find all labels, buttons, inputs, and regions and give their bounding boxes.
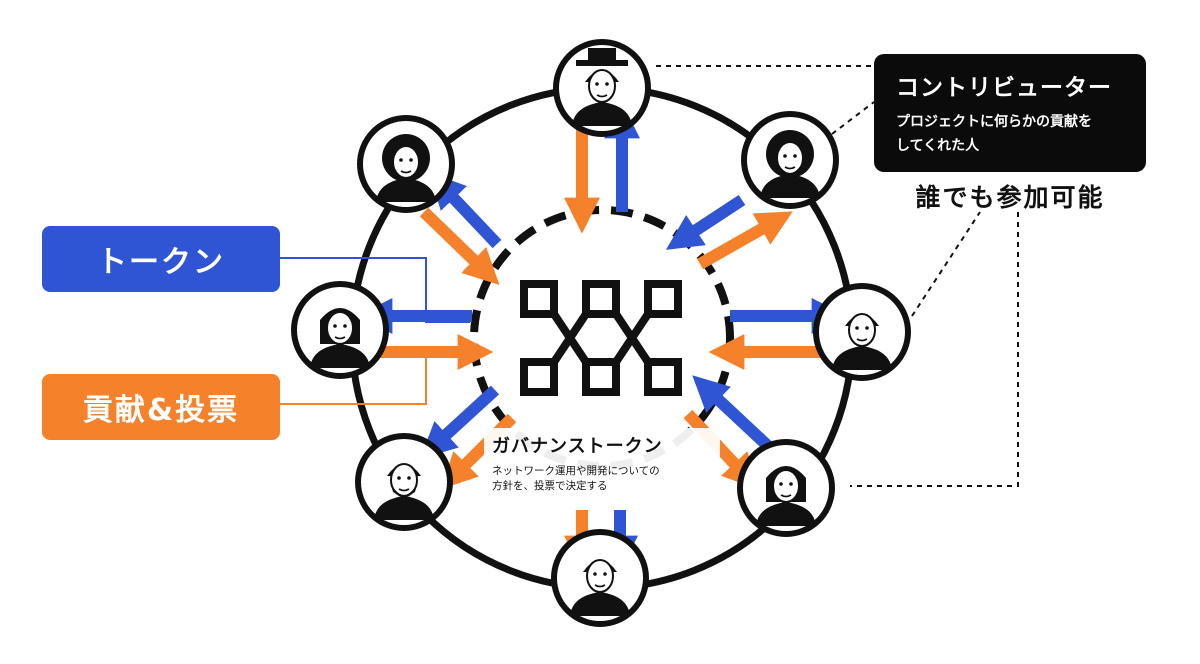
token-arrow-12 <box>692 375 775 453</box>
center-label: ガバナンストークン ネットワーク運用や開発についての 方針を、投票で決定する <box>484 428 720 500</box>
quiff-man-icon <box>813 283 911 381</box>
center-description-line1: ネットワーク運用や開発についての <box>492 465 660 477</box>
contributor-description-line2: してくれた人 <box>896 138 980 154</box>
contributor-description-line1: プロジェクトに何らかの貢献を <box>896 114 1092 130</box>
token-arrow-10 <box>420 385 500 459</box>
contributor-title: コントリビューター <box>896 75 1112 101</box>
bearded-man-icon <box>355 433 453 531</box>
bob-woman-icon <box>291 281 389 379</box>
contributor-description: プロジェクトに何らかの貢献を してくれた人 <box>896 110 1124 158</box>
center-description: ネットワーク運用や開発についての 方針を、投票で決定する <box>492 464 712 494</box>
legend-token: トークン <box>42 226 280 292</box>
center-description-line2: 方針を、投票で決定する <box>492 480 608 492</box>
contributor-connectors <box>656 65 1019 487</box>
center-title: ガバナンストークン <box>492 436 663 457</box>
token-arrow-2 <box>429 172 502 249</box>
tank-top-man-icon <box>551 529 649 627</box>
open-participation-label: 誰でも参加可能 <box>915 183 1105 212</box>
token-arrow-4 <box>665 194 746 250</box>
vote-arrow-5 <box>697 211 793 270</box>
curly-woman-icon <box>357 115 455 213</box>
vote-arrow-3 <box>419 207 500 286</box>
network-logo-icon <box>520 280 682 396</box>
afro-man-icon <box>741 111 839 209</box>
long-hair-woman-icon <box>737 439 835 537</box>
legend-vote: 貢献&投票 <box>42 374 280 440</box>
contributor-box: コントリビューター プロジェクトに何らかの貢献を してくれた人 <box>874 54 1146 172</box>
hat-man-icon <box>553 39 651 137</box>
